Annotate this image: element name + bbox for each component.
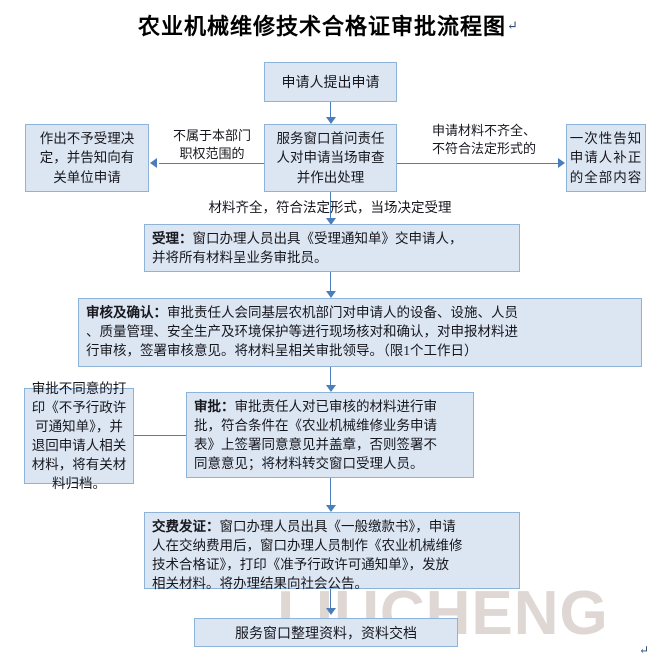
node-accept-text: 受理：窗口办理人员出具《受理通知单》交申请人， 并将所有材料呈业务审批员。	[152, 229, 513, 267]
node-accept[interactable]: 受理：窗口办理人员出具《受理通知单》交申请人， 并将所有材料呈业务审批员。	[144, 224, 520, 272]
node-payment-and-issuance[interactable]: 交费发证：窗口办理人员出具《一般缴款书》，申请 人在交纳费用后，窗口办理人员制作…	[144, 512, 520, 591]
connector-firstask-to-refuse	[159, 163, 265, 164]
arrow-approval-to-payissue	[326, 505, 336, 512]
node-one-time-notice[interactable]: 一次性告知 申请人补正 的全部内容	[566, 124, 646, 192]
paragraph-mark-icon: ↵	[507, 18, 519, 33]
node-review-and-confirm-text: 审核及确认：审批责任人会同基层农机部门对申请人的设备、设施、人员 、质量管理、安…	[86, 303, 635, 360]
node-review-and-confirm-body: 审批责任人会同基层农机部门对申请人的设备、设施、人员 、质量管理、安全生产及环境…	[86, 305, 518, 359]
connector-firstask-to-accept	[330, 192, 331, 223]
node-accept-body: 窗口办理人员出具《受理通知单》交申请人， 并将所有材料呈业务审批员。	[152, 231, 463, 266]
node-approval-body: 审批责任人对已审核的材料进行审 批，符合条件在《农业机械维修业务申请 表》上签署…	[194, 399, 437, 472]
arrow-firstask-to-refuse	[150, 158, 157, 168]
node-applicant-submits-label: 申请人提出申请	[281, 76, 380, 91]
node-accept-lead: 受理：	[152, 231, 193, 246]
node-payment-and-issuance-body: 窗口办理人员出具《一般缴款书》，申请 人在交纳费用后，窗口办理人员制作《农业机械…	[152, 519, 463, 592]
node-approval-denied-label: 审批不同意的打 印《不予行政许 可通知单》，并 退回申请人相关 材料，将有关材 …	[31, 380, 127, 492]
node-window-first-inquiry[interactable]: 服务窗口首问责任 人对申请当场审查 并作出处理	[264, 124, 397, 192]
connector-review-to-approve	[330, 367, 331, 389]
connector-apply-to-firstask	[330, 102, 331, 120]
arrow-payissue-to-archive	[326, 608, 336, 615]
node-review-and-confirm-lead: 审核及确认：	[86, 305, 167, 320]
node-archive-materials[interactable]: 服务窗口整理资料，资料交档	[194, 618, 458, 647]
connector-approval-to-payissue	[330, 478, 331, 509]
node-refuse-acceptance[interactable]: 作出不予受理决 定，并告知向有 关单位申请	[25, 124, 149, 192]
node-payment-and-issuance-text: 交费发证：窗口办理人员出具《一般缴款书》，申请 人在交纳费用后，窗口办理人员制作…	[152, 517, 513, 594]
node-approval[interactable]: 审批：审批责任人对已审核的材料进行审 批，符合条件在《农业机械维修业务申请 表》…	[186, 392, 474, 478]
node-approval-denied[interactable]: 审批不同意的打 印《不予行政许 可通知单》，并 退回申请人相关 材料，将有关材 …	[24, 381, 134, 491]
page-title: 农业机械维修技术合格证审批流程图↵	[0, 9, 657, 41]
page-title-text: 农业机械维修技术合格证审批流程图	[138, 14, 507, 39]
node-approval-text: 审批：审批责任人对已审核的材料进行审 批，符合条件在《农业机械维修业务申请 表》…	[194, 397, 467, 474]
arrow-firstask-to-notice	[558, 158, 565, 168]
node-window-first-inquiry-label: 服务窗口首问责任 人对申请当场审查 并作出处理	[276, 131, 385, 185]
edge-label-incomplete-materials: 申请材料不齐全、 不符合法定形式的	[431, 123, 536, 156]
connector-firstask-to-notice	[397, 163, 559, 164]
arrow-firstask-to-accept	[326, 218, 336, 225]
node-review-and-confirm[interactable]: 审核及确认：审批责任人会同基层农机部门对申请人的设备、设施、人员 、质量管理、安…	[78, 298, 642, 367]
connector-payissue-to-archive	[330, 589, 331, 612]
arrow-accept-to-review	[326, 291, 336, 298]
node-applicant-submits[interactable]: 申请人提出申请	[264, 62, 397, 102]
connector-approval-to-denied	[134, 435, 187, 436]
node-refuse-acceptance-label: 作出不予受理决 定，并告知向有 关单位申请	[39, 131, 135, 185]
edge-label-not-in-scope: 不属于本部门 职权范围的	[172, 128, 251, 161]
node-one-time-notice-label: 一次性告知 申请人补正 的全部内容	[569, 131, 643, 185]
edge-label-materials-complete: 材料齐全，符合法定形式，当场决定受理	[208, 200, 452, 215]
end-paragraph-mark-icon: ↵	[638, 643, 649, 657]
arrow-review-to-approve	[326, 385, 336, 392]
arrow-apply-to-firstask	[326, 117, 336, 124]
connector-accept-to-review	[330, 272, 331, 296]
node-approval-lead: 审批：	[194, 399, 235, 414]
node-payment-and-issuance-lead: 交费发证：	[152, 519, 220, 534]
node-archive-materials-label: 服务窗口整理资料，资料交档	[235, 626, 417, 642]
